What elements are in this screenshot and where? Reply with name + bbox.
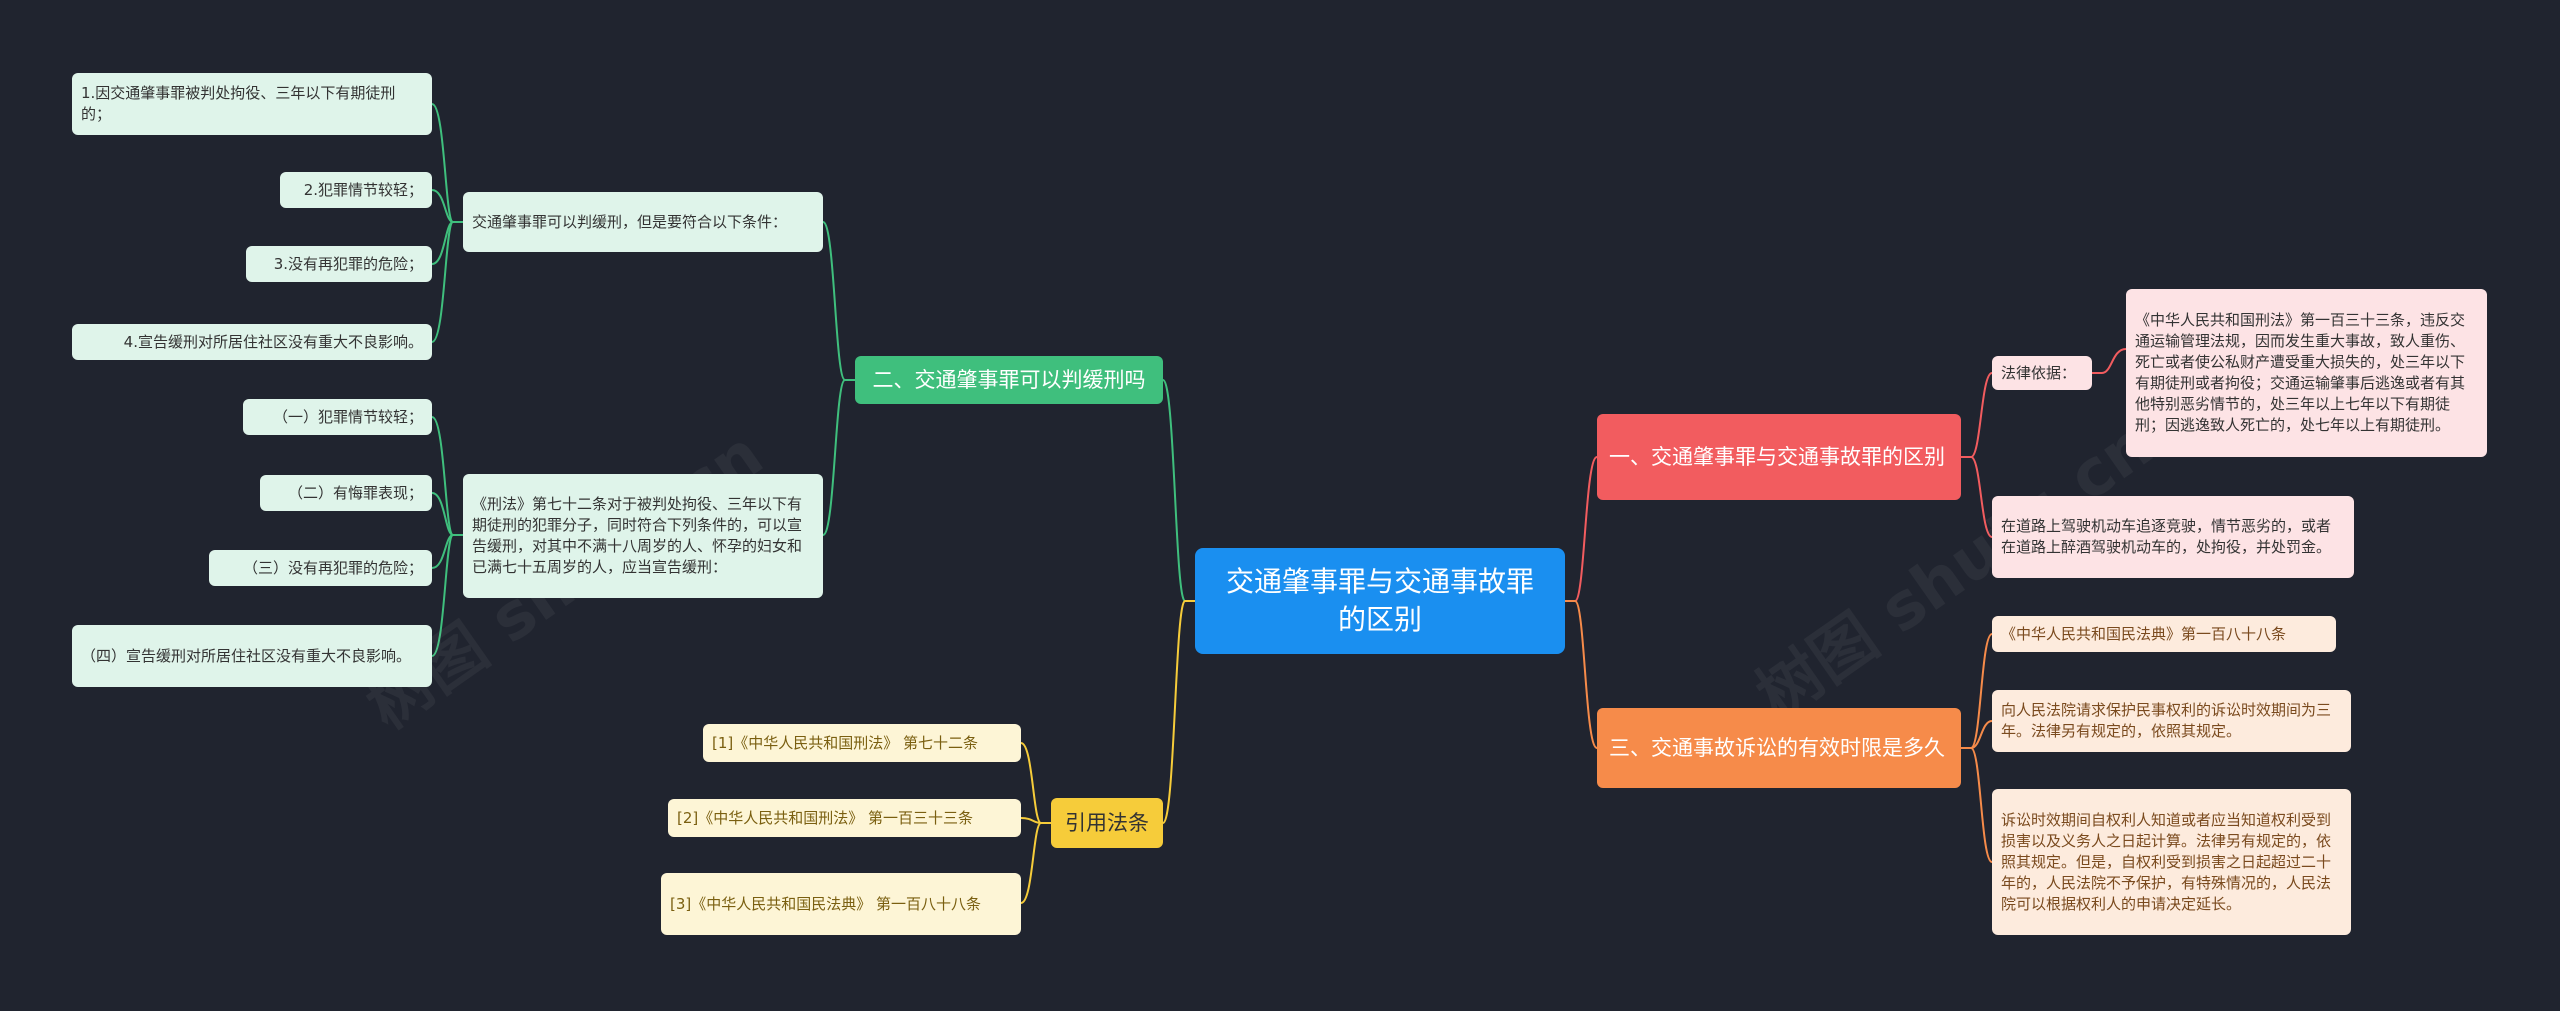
- probation-conditions-node[interactable]: 交通肇事罪可以判缓刑，但是要符合以下条件：: [463, 192, 823, 252]
- leaf-label: 3.没有再犯罪的危险；: [273, 254, 423, 273]
- leaf-label: 诉讼时效期间自权利人知道或者应当知道权利受到损害以及义务人之日起计算。法律另有规…: [2001, 810, 2332, 913]
- leaf-label: 2.犯罪情节较轻；: [303, 180, 423, 199]
- branch-citations[interactable]: 引用法条: [1051, 798, 1163, 848]
- leaf-label: 向人民法院请求保护民事权利的诉讼时效期间为三年。法律另有规定的，依照其规定。: [2001, 701, 2332, 740]
- link-b1-note: [1961, 456, 1993, 538]
- dangerous-driving-node[interactable]: 在道路上驾驶机动车追逐竞驶，情节恶劣的，或者在道路上醉酒驾驶机动车的，处拘役，并…: [1992, 496, 2354, 578]
- limitation-period-node[interactable]: 向人民法院请求保护民事权利的诉讼时效期间为三年。法律另有规定的，依照其规定。: [1992, 690, 2351, 752]
- condition-4-node[interactable]: 4.宣告缓刑对所居住社区没有重大不良影响。: [72, 324, 432, 360]
- article72-item-2-node[interactable]: （二）有悔罪表现；: [260, 475, 432, 511]
- link-sub1-1: [431, 103, 463, 223]
- link-b2-sub1: [822, 221, 855, 381]
- limitation-start-node[interactable]: 诉讼时效期间自权利人知道或者应当知道权利受到损害以及义务人之日起计算。法律另有规…: [1992, 789, 2351, 935]
- leaf-label: [2]《中华人民共和国刑法》 第一百三十三条: [677, 808, 974, 827]
- article72-item-3-node[interactable]: （三）没有再犯罪的危险；: [209, 550, 432, 586]
- branch-limitation[interactable]: 三、交通事故诉讼的有效时限是多久: [1597, 708, 1961, 788]
- leaf-label: （四）宣告缓刑对所居住社区没有重大不良影响。: [81, 646, 412, 665]
- link-b4-3: [1020, 822, 1051, 904]
- link-root-b1: [1565, 456, 1598, 602]
- branch-label: 引用法条: [1065, 810, 1149, 835]
- link-root-b3: [1565, 600, 1598, 749]
- legal-basis-node[interactable]: 法律依据：: [1992, 356, 2092, 390]
- leaf-label: 在道路上驾驶机动车追逐竞驶，情节恶劣的，或者在道路上醉酒驾驶机动车的，处拘役，并…: [2001, 517, 2332, 556]
- branch-label: 三、交通事故诉讼的有效时限是多久: [1609, 735, 1945, 760]
- link-basis-text: [2092, 348, 2127, 374]
- citation-3-node[interactable]: [3]《中华人民共和国民法典》 第一百八十八条: [661, 873, 1021, 935]
- citation-1-node[interactable]: [1]《中华人民共和国刑法》 第七十二条: [703, 724, 1021, 762]
- leaf-label: 《中华人民共和国刑法》第一百三十三条，违反交通运输管理法规，因而发生重大事故，致…: [2135, 311, 2466, 434]
- link-sub2-4: [431, 534, 463, 657]
- leaf-label: 1.因交通肇事罪被判处拘役、三年以下有期徒刑的；: [81, 84, 396, 123]
- leaf-label: 《中华人民共和国民法典》第一百八十八条: [2001, 624, 2287, 643]
- leaf-label: 4.宣告缓刑对所居住社区没有重大不良影响。: [123, 332, 423, 351]
- branch-label: 二、交通肇事罪可以判缓刑吗: [872, 367, 1146, 392]
- civil-code-188-node[interactable]: 《中华人民共和国民法典》第一百八十八条: [1992, 616, 2336, 652]
- link-b3-item1: [1961, 633, 1993, 749]
- article72-item-4-node[interactable]: （四）宣告缓刑对所居住社区没有重大不良影响。: [72, 625, 432, 687]
- link-b4-1: [1020, 742, 1051, 824]
- link-root-b2: [1162, 379, 1195, 602]
- link-b2-sub2: [822, 379, 855, 536]
- leaf-label: （一）犯罪情节较轻；: [272, 407, 423, 426]
- leaf-label: [3]《中华人民共和国民法典》 第一百八十八条: [670, 894, 982, 913]
- root-topic[interactable]: 交通肇事罪与交通事故罪的区别: [1195, 548, 1565, 654]
- link-root-b4: [1162, 600, 1195, 824]
- link-sub1-4: [431, 221, 463, 343]
- link-b1-basis: [1961, 372, 1993, 458]
- leaf-label: （二）有悔罪表现；: [287, 483, 423, 502]
- branch-probation[interactable]: 二、交通肇事罪可以判缓刑吗: [855, 356, 1163, 404]
- link-b3-item3: [1961, 747, 1993, 863]
- criminal-law-72-node[interactable]: 《刑法》第七十二条对于被判处拘役、三年以下有期徒刑的犯罪分子，同时符合下列条件的…: [463, 474, 823, 598]
- link-sub2-1: [431, 416, 463, 536]
- condition-1-node[interactable]: 1.因交通肇事罪被判处拘役、三年以下有期徒刑的；: [72, 73, 432, 135]
- branch-distinction[interactable]: 一、交通肇事罪与交通事故罪的区别: [1597, 414, 1961, 500]
- branch-label: 一、交通肇事罪与交通事故罪的区别: [1609, 444, 1945, 469]
- leaf-label: 交通肇事罪可以判缓刑，但是要符合以下条件：: [472, 212, 788, 231]
- root-title: 交通肇事罪与交通事故罪的区别: [1225, 565, 1534, 636]
- leaf-label: 法律依据：: [2001, 363, 2077, 382]
- condition-3-node[interactable]: 3.没有再犯罪的危险；: [246, 246, 432, 282]
- leaf-label: 《刑法》第七十二条对于被判处拘役、三年以下有期徒刑的犯罪分子，同时符合下列条件的…: [472, 495, 803, 576]
- article72-item-1-node[interactable]: （一）犯罪情节较轻；: [243, 399, 432, 435]
- leaf-label: （三）没有再犯罪的危险；: [242, 558, 423, 577]
- condition-2-node[interactable]: 2.犯罪情节较轻；: [280, 172, 432, 208]
- leaf-label: [1]《中华人民共和国刑法》 第七十二条: [712, 733, 979, 752]
- criminal-law-133-node[interactable]: 《中华人民共和国刑法》第一百三十三条，违反交通运输管理法规，因而发生重大事故，致…: [2126, 289, 2487, 457]
- citation-2-node[interactable]: [2]《中华人民共和国刑法》 第一百三十三条: [668, 799, 1021, 837]
